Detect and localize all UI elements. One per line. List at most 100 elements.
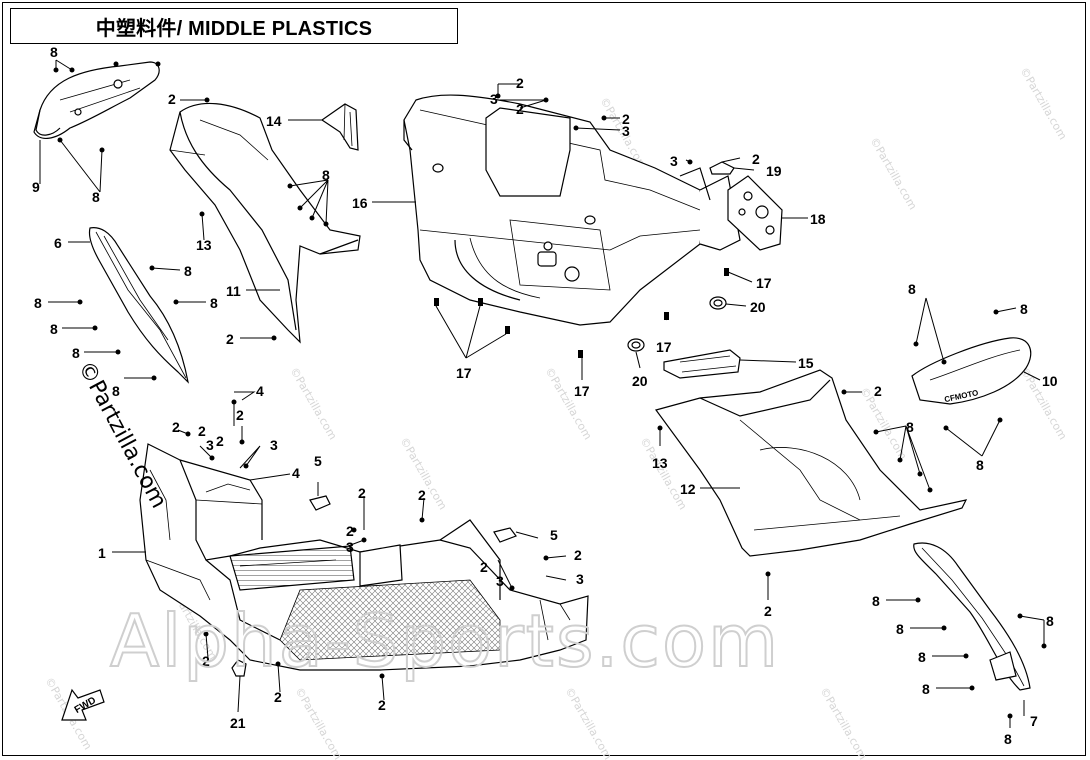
callout-4: 4 xyxy=(292,465,300,481)
callout-8: 8 xyxy=(72,345,80,361)
tile-watermark: ©Partzilla.com xyxy=(292,685,344,760)
callout-20: 20 xyxy=(632,373,648,389)
callout-2: 2 xyxy=(516,101,524,117)
callout-8: 8 xyxy=(1004,731,1012,747)
callout-19: 19 xyxy=(766,163,782,179)
callout-3: 3 xyxy=(206,437,214,453)
callout-8: 8 xyxy=(112,383,120,399)
callout-3: 3 xyxy=(270,437,278,453)
callout-3: 3 xyxy=(490,91,498,107)
callout-6: 6 xyxy=(54,235,62,251)
callout-5: 5 xyxy=(550,527,558,543)
callout-2: 2 xyxy=(358,485,366,501)
part-20-grommets xyxy=(627,296,727,352)
part-7-fender xyxy=(913,542,1031,691)
callout-1: 1 xyxy=(98,545,106,561)
callout-8: 8 xyxy=(872,593,880,609)
callout-2: 2 xyxy=(172,419,180,435)
callout-8: 8 xyxy=(896,621,904,637)
callout-2: 2 xyxy=(274,689,282,705)
callout-8: 8 xyxy=(184,263,192,279)
callout-2: 2 xyxy=(378,697,386,713)
fwd-arrow: FWD xyxy=(60,686,106,731)
callout-12: 12 xyxy=(680,481,696,497)
callout-15: 15 xyxy=(798,355,814,371)
callout-2: 2 xyxy=(764,603,772,619)
part-18-plate xyxy=(727,175,783,251)
part-16-dashboard xyxy=(403,94,741,326)
callout-8: 8 xyxy=(50,321,58,337)
callout-2: 2 xyxy=(874,383,882,399)
callout-8: 8 xyxy=(976,457,984,473)
callout-9: 9 xyxy=(32,179,40,195)
callout-8: 8 xyxy=(92,189,100,205)
callout-2: 2 xyxy=(216,433,224,449)
callout-2: 2 xyxy=(346,523,354,539)
callout-2: 2 xyxy=(202,653,210,669)
callout-3: 3 xyxy=(576,571,584,587)
tile-watermark: ©Partzilla.com xyxy=(542,365,594,442)
tile-watermark: ©Partzilla.com xyxy=(287,365,339,442)
callout-3: 3 xyxy=(346,539,354,555)
callout-14: 14 xyxy=(266,113,282,129)
callout-8: 8 xyxy=(922,681,930,697)
part-15-wedge xyxy=(663,349,741,379)
callout-8: 8 xyxy=(50,44,58,60)
part-10-handle-cover: CFMOTO xyxy=(911,337,1032,405)
page-title: 中塑料件/ MIDDLE PLASTICS xyxy=(95,17,373,40)
callout-2: 2 xyxy=(418,487,426,503)
main-watermark: Alpha-Sports.com xyxy=(110,599,780,683)
callout-20: 20 xyxy=(750,299,766,315)
callout-8: 8 xyxy=(908,281,916,297)
callout-11: 11 xyxy=(226,283,241,299)
part-6-fender xyxy=(88,227,189,384)
tile-watermark: ©Partzilla.com xyxy=(867,135,919,212)
callout-8: 8 xyxy=(322,167,330,183)
callout-21: 21 xyxy=(230,715,246,731)
part-21-clip xyxy=(231,659,247,677)
callout-2: 2 xyxy=(226,331,234,347)
callout-2: 2 xyxy=(168,91,176,107)
part-19-cap xyxy=(709,161,735,175)
callout-8: 8 xyxy=(918,649,926,665)
tile-watermark: ©Partzilla.com xyxy=(1017,65,1069,142)
callout-17: 17 xyxy=(756,275,772,291)
fwd-arrow-icon xyxy=(61,688,105,721)
callout-8: 8 xyxy=(906,419,914,435)
callout-17: 17 xyxy=(456,365,472,381)
part-11-side-panel xyxy=(169,102,361,344)
callout-2: 2 xyxy=(574,547,582,563)
tile-watermark: ©Partzilla.com xyxy=(562,685,614,760)
callout-18: 18 xyxy=(810,211,826,227)
part-14-clip xyxy=(320,103,359,151)
title-box: 中塑料件/ MIDDLE PLASTICS xyxy=(10,8,458,44)
leader-lines xyxy=(39,59,1045,728)
tile-watermark: ©Partzilla.com xyxy=(637,435,689,512)
callout-2: 2 xyxy=(480,559,488,575)
callout-8: 8 xyxy=(34,295,42,311)
part-5-knobs xyxy=(309,495,517,543)
callout-10: 10 xyxy=(1042,373,1058,389)
callout-17: 17 xyxy=(574,383,590,399)
callout-13: 13 xyxy=(196,237,212,253)
callout-3: 3 xyxy=(670,153,678,169)
callout-8: 8 xyxy=(210,295,218,311)
callout-13: 13 xyxy=(652,455,668,471)
callout-2: 2 xyxy=(236,407,244,423)
callout-17: 17 xyxy=(656,339,672,355)
callout-16: 16 xyxy=(352,195,368,211)
callout-labels: 8 9 8 2 8 13 11 2 14 6 8 8 8 8 8 8 16 2 … xyxy=(32,44,1058,747)
callout-7: 7 xyxy=(1030,713,1038,729)
callout-4: 4 xyxy=(256,383,264,399)
part-9-bracket xyxy=(33,61,160,139)
callout-2: 2 xyxy=(516,75,524,91)
callout-3: 3 xyxy=(496,573,504,589)
part-12-floor-panel xyxy=(654,369,968,557)
callout-8: 8 xyxy=(1020,301,1028,317)
callout-5: 5 xyxy=(314,453,322,469)
callout-2: 2 xyxy=(752,151,760,167)
part-1-floor-tub xyxy=(139,443,589,671)
callout-2: 2 xyxy=(622,111,630,127)
